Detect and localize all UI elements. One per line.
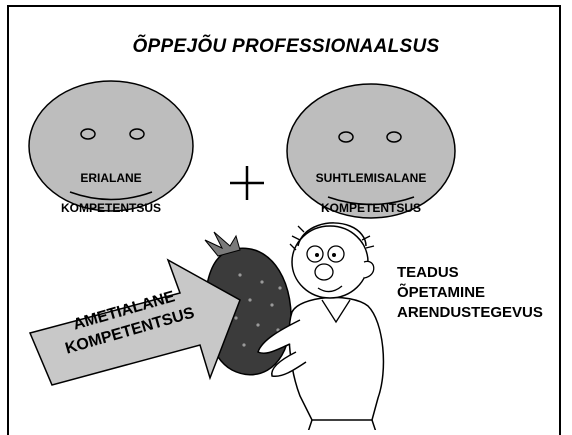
activities-list: TEADUS ÕPETAMINE ARENDUSTEGEVUS (397, 263, 543, 323)
diagram-frame (7, 5, 561, 435)
cartoon-man-icon (257, 222, 385, 430)
activity-teadus: TEADUS (397, 264, 459, 281)
left-face-label-line1: ERIALANE (80, 171, 142, 185)
plus-icon (230, 166, 264, 200)
left-face-label-line2: KOMPETENTSUS (60, 201, 161, 215)
activity-opetamine: ÕPETAMINE (397, 284, 486, 301)
right-face-label-line2: KOMPETENTSUS (320, 201, 421, 215)
left-smiley-face (28, 80, 194, 212)
diagram-title: ÕPPEJÕU PROFESSIONAALSUS (132, 36, 440, 57)
right-face-label: SUHTLEMISALANE KOMPETENTSUS (301, 156, 441, 231)
left-face-label: ERIALANE KOMPETENTSUS (52, 156, 170, 231)
arrow-icon (28, 258, 241, 386)
right-face-label-line1: SUHTLEMISALANE (315, 171, 427, 185)
right-smiley-face (286, 83, 456, 219)
activity-arendustegevus: ARENDUSTEGEVUS (397, 304, 543, 321)
